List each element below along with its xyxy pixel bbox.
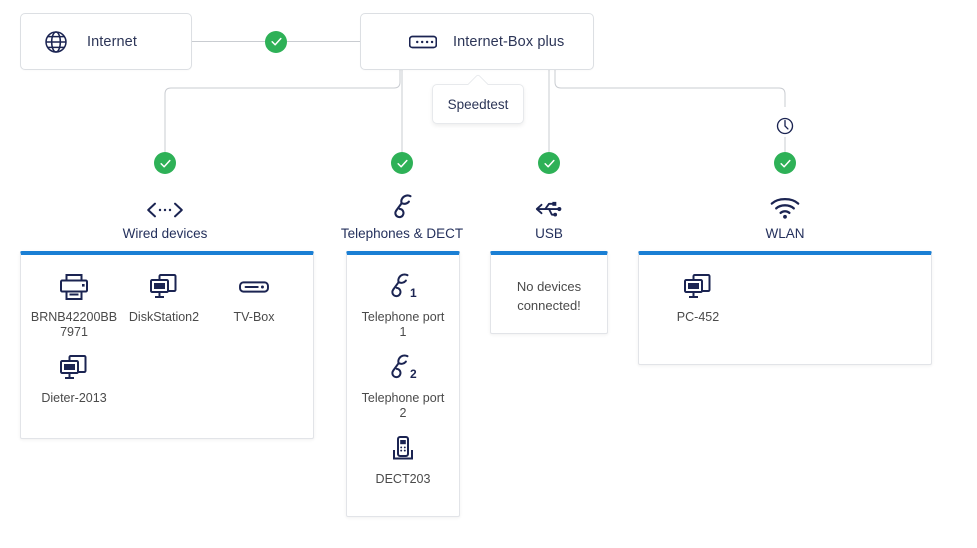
device-name: DiskStation2 [128,310,200,324]
branch-wired-devices[interactable]: Wired devices [85,152,245,241]
router-node-label: Internet-Box plus [453,33,565,50]
list-item[interactable]: TV-Box [209,269,299,340]
branch-wlan[interactable]: WLAN [705,115,865,241]
router-node[interactable]: Internet-Box plus [360,13,594,70]
branch-telephones-dect[interactable]: Telephones & DECT [322,152,482,241]
list-item[interactable]: DiskStation2 [119,269,209,340]
device-name: Telephone port 2 [361,391,445,420]
internet-node[interactable]: Internet [20,13,192,70]
phone-port-1-icon: 1 [386,269,420,305]
list-item[interactable]: 1 Telephone port 1 [353,269,453,340]
branch-label-usb: USB [535,226,563,241]
wlan-device-grid: PC-452 [639,255,931,335]
tvbox-icon [239,269,269,305]
phone-handset-icon [322,186,482,220]
usb-icon [469,186,629,220]
internet-node-label: Internet [87,33,137,50]
computer-icon [59,350,89,386]
panel-wired-devices: BRNB42200BB7971 DiskStation2 [20,251,314,439]
branch-label-wired: Wired devices [122,226,208,241]
internet-link-status-icon [265,30,287,53]
printer-icon [59,269,89,305]
dect-icon [389,431,417,467]
list-item[interactable]: PC-452 [653,269,743,325]
globe-icon [43,29,69,55]
usb-status-icon [538,152,560,174]
panel-wlan-devices: PC-452 [638,251,932,365]
tooltip-arrow-mask [467,85,489,89]
speedtest-label: Speedtest [447,96,509,112]
list-item[interactable]: BRNB42200BB7971 [29,269,119,340]
branch-usb[interactable]: USB [469,152,629,241]
list-item[interactable]: DECT203 [353,431,453,487]
computer-icon [683,269,713,305]
usb-empty-message: No devices connected! [516,279,582,313]
device-name: TV-Box [233,310,275,324]
lan-arrows-icon [85,186,245,220]
device-name: DECT203 [375,472,431,486]
router-icon [409,35,437,49]
device-name: Dieter-2013 [41,391,107,405]
telephony-status-icon [391,152,413,174]
device-name: PC-452 [676,310,720,324]
list-item[interactable]: Dieter-2013 [29,350,119,406]
device-name: BRNB42200BB7971 [30,310,118,339]
svg-text:1: 1 [410,286,417,300]
speedtest-tooltip[interactable]: Speedtest [432,73,524,124]
branch-label-telephony: Telephones & DECT [340,226,464,241]
wired-device-grid: BRNB42200BB7971 DiskStation2 [21,255,313,416]
clock-icon[interactable] [774,115,796,137]
branch-label-wlan: WLAN [765,226,805,241]
computer-icon [149,269,179,305]
wired-status-icon [154,152,176,174]
telephony-device-list: 1 Telephone port 1 2 Telephone port 2 [347,255,459,497]
wlan-status-icon [774,152,796,174]
svg-text:2: 2 [410,367,417,381]
panel-telephony-devices: 1 Telephone port 1 2 Telephone port 2 [346,251,460,517]
list-item[interactable]: 2 Telephone port 2 [353,350,453,421]
device-name: Telephone port 1 [361,310,445,339]
wifi-icon [705,186,865,220]
phone-port-2-icon: 2 [386,350,420,386]
panel-usb-devices: No devices connected! [490,251,608,334]
